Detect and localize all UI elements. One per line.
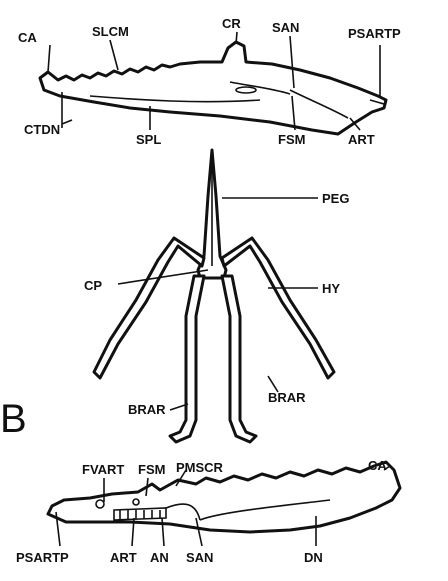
- label-peg: PEG: [322, 191, 349, 206]
- label-cp: CP: [84, 278, 102, 293]
- branchial-arch-right: [222, 276, 256, 442]
- label-pmscr: PMSCR: [176, 460, 224, 475]
- label-san-bottom: SAN: [186, 550, 213, 565]
- label-spl: SPL: [136, 132, 161, 147]
- label-cr: CR: [222, 16, 241, 31]
- label-fvart: FVART: [82, 462, 124, 477]
- label-brar-right: BRAR: [268, 390, 306, 405]
- panel-letter: B: [0, 397, 27, 441]
- label-ca-top: CA: [18, 30, 37, 45]
- label-hy: HY: [322, 281, 340, 296]
- branchial-arch-left: [170, 276, 204, 442]
- label-san-top: SAN: [272, 20, 299, 35]
- top-jaw-drawing: [40, 42, 386, 134]
- label-psartp-bottom: PSARTP: [16, 550, 69, 565]
- top-jaw-outline: [40, 42, 386, 134]
- label-dn: DN: [304, 550, 323, 565]
- label-fsm-bottom: FSM: [138, 462, 165, 477]
- label-ca-bottom: CA: [368, 458, 387, 473]
- label-slcm: SLCM: [92, 24, 129, 39]
- label-an: AN: [150, 550, 169, 565]
- label-brar-left: BRAR: [128, 402, 166, 417]
- label-ctdn: CTDN: [24, 122, 60, 137]
- label-psartp-top: PSARTP: [348, 26, 401, 41]
- label-fsm-top: FSM: [278, 132, 305, 147]
- label-art-top: ART: [348, 132, 375, 147]
- label-art-bottom: ART: [110, 550, 137, 565]
